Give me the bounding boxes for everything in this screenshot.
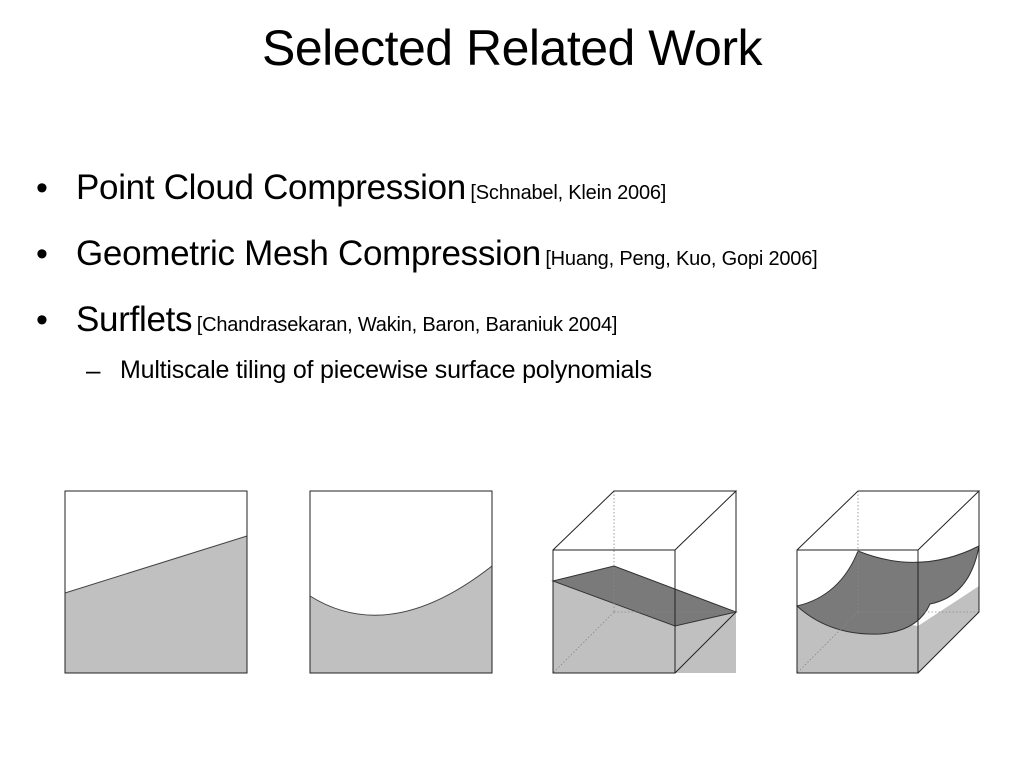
dash-icon: – xyxy=(86,355,101,385)
cube-top-edges xyxy=(552,490,738,551)
cube-front-face xyxy=(796,549,919,674)
bullet-dot-icon: • xyxy=(36,301,48,339)
bullet-text: Geometric Mesh Compression xyxy=(76,234,541,273)
cube-front-face xyxy=(552,549,676,674)
bullet-item: • Surflets [Chandrasekaran, Wakin, Baron… xyxy=(36,296,1016,362)
bullet-dot-icon: • xyxy=(36,235,48,273)
linear-2d-surflet-figure xyxy=(64,490,248,674)
linear-fill-region xyxy=(65,536,247,673)
bullet-item: • Point Cloud Compression [Schnabel, Kle… xyxy=(36,164,1016,230)
cube-side-edges xyxy=(917,491,980,674)
quadratic-fill-region xyxy=(310,566,492,673)
hidden-edge xyxy=(552,611,615,674)
bullet-item: • Geometric Mesh Compression [Huang, Pen… xyxy=(36,230,1016,296)
hidden-edge xyxy=(796,611,859,674)
surflet-illustrations xyxy=(64,490,981,674)
bullet-text: Point Cloud Compression xyxy=(76,168,466,207)
bullet-text: Surflets xyxy=(76,300,193,339)
cube-top-edges xyxy=(796,490,981,551)
slide-title: Selected Related Work xyxy=(262,20,762,76)
sub-bullet-item: – Multiscale tiling of piecewise surface… xyxy=(36,350,1016,390)
curved-surface xyxy=(795,545,980,635)
bullet-citation: [Schnabel, Klein 2006] xyxy=(470,182,667,204)
planar-3d-surflet-figure xyxy=(551,490,738,674)
linear-boundary xyxy=(64,535,248,594)
sub-bullet-text: Multiscale tiling of piecewise surface p… xyxy=(120,356,652,384)
bullet-dot-icon: • xyxy=(36,169,48,207)
bullet-citation: [Chandrasekaran, Wakin, Baron, Baraniuk … xyxy=(196,314,618,336)
figure-frame xyxy=(64,490,248,674)
bullet-list: • Point Cloud Compression [Schnabel, Kle… xyxy=(36,164,1016,390)
bullet-citation: [Huang, Peng, Kuo, Gopi 2006] xyxy=(545,248,818,270)
figure-frame xyxy=(309,490,493,674)
cube-side-edges xyxy=(674,491,737,674)
quadratic-boundary xyxy=(309,565,493,616)
quadratic-2d-surflet-figure xyxy=(309,490,493,674)
curved-3d-surflet-figure xyxy=(795,490,981,674)
